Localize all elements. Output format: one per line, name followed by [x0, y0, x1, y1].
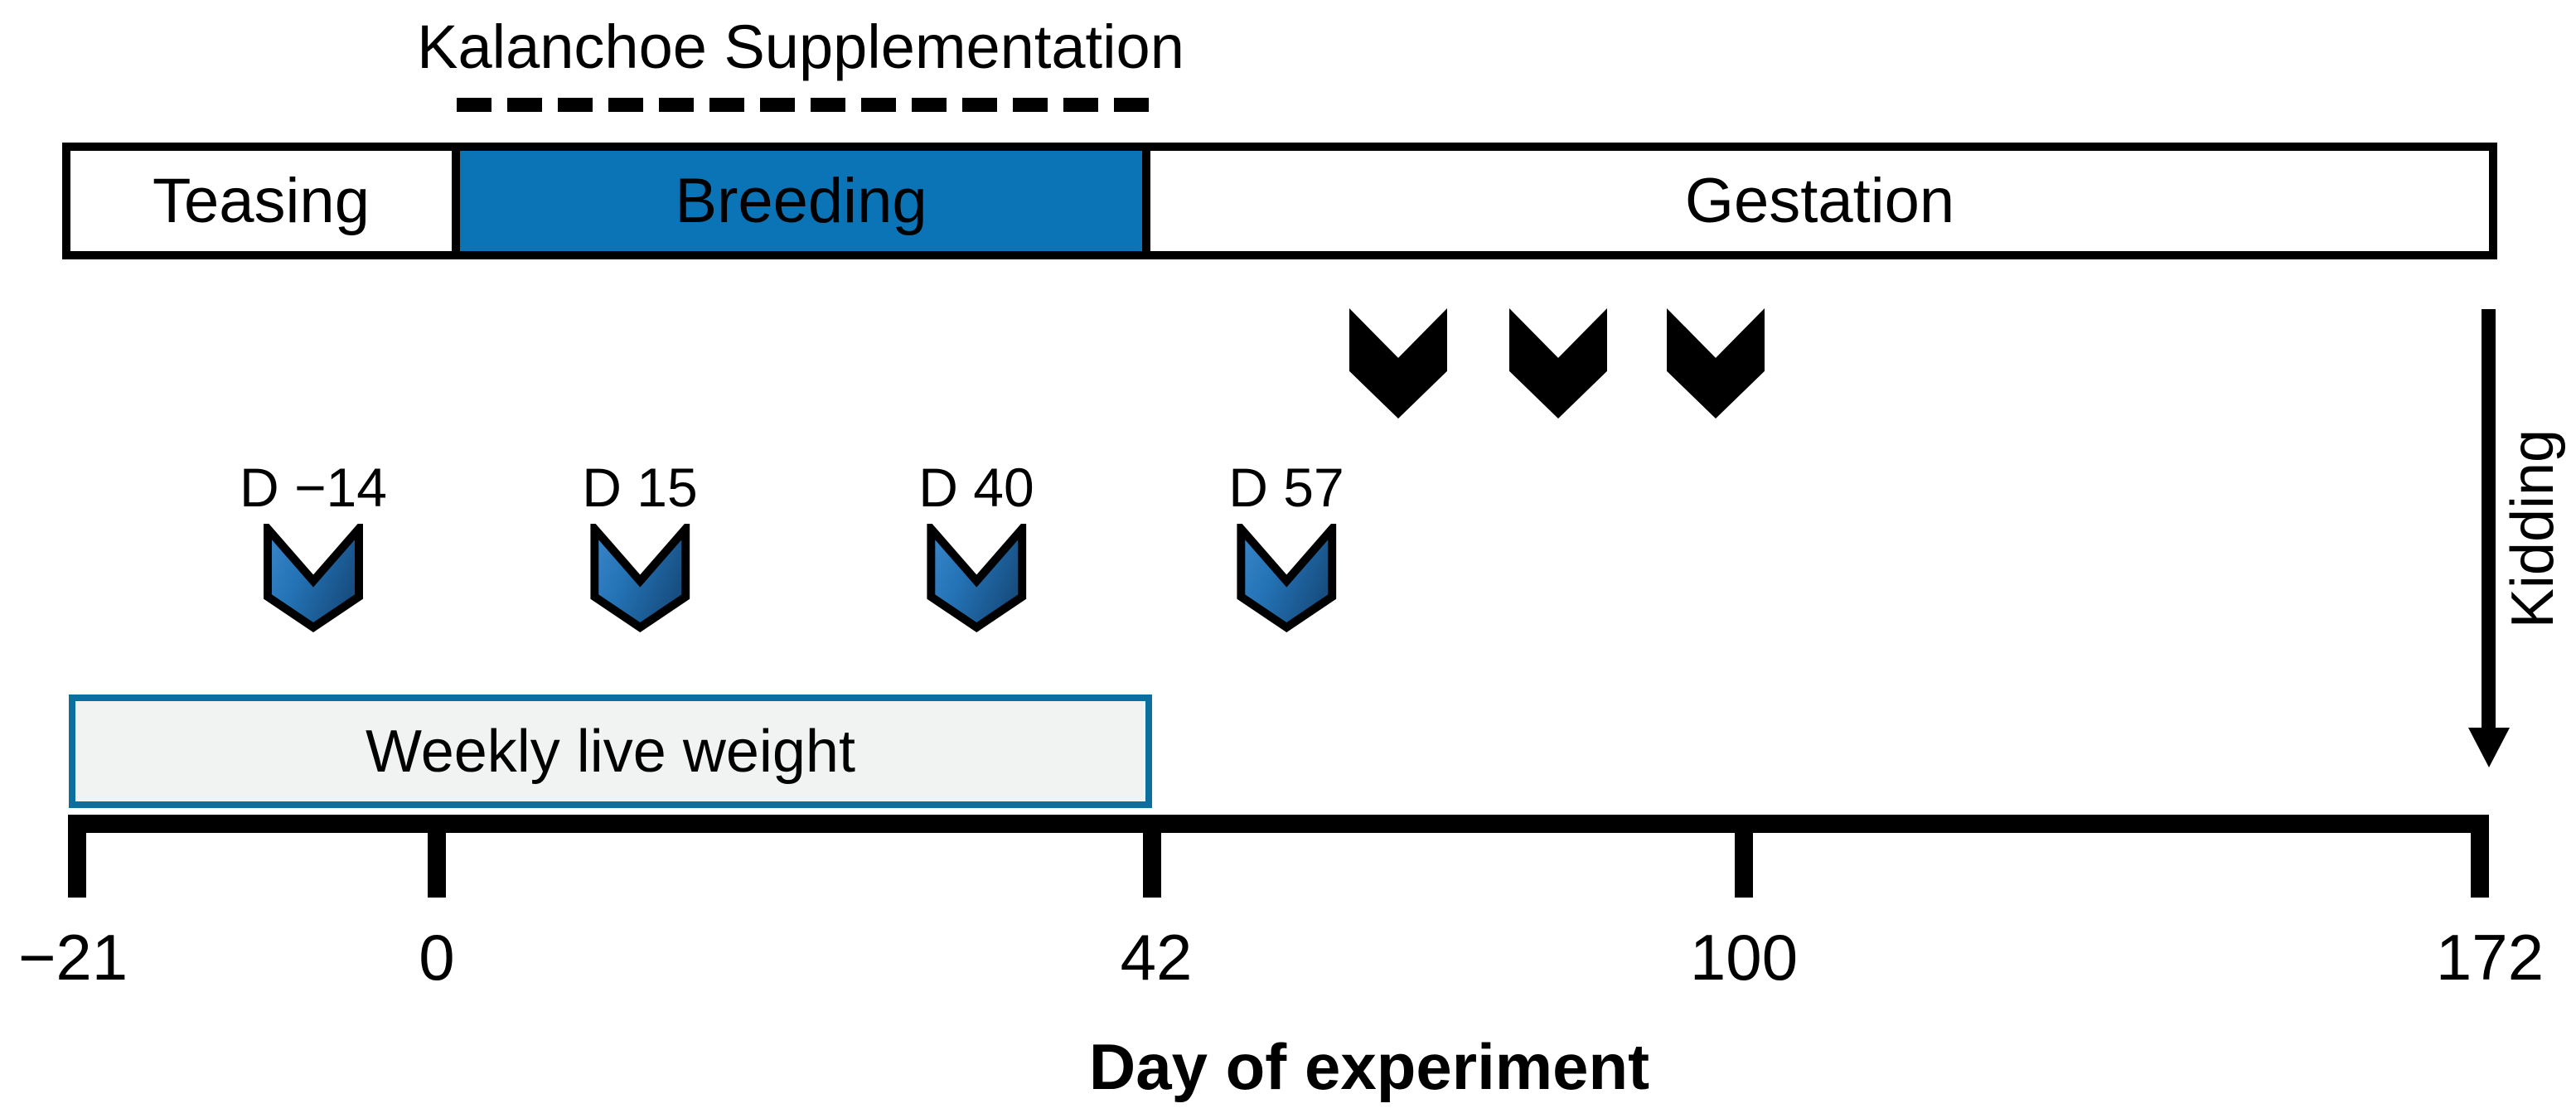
axis-tick [1735, 815, 1753, 898]
axis-tick-label: −21 [17, 921, 128, 994]
phase-teasing: Teasing [70, 151, 452, 251]
weekly-live-weight-label: Weekly live weight [366, 718, 855, 785]
sampling-day-label: D 15 [582, 457, 698, 518]
sampling-marker-d57: D 57 [1228, 457, 1344, 632]
sampling-chevron-icon [264, 524, 363, 632]
weekly-live-weight-box: Weekly live weight [69, 695, 1152, 808]
axis-tick [68, 815, 86, 898]
phase-gestation: Gestation [1150, 151, 2489, 251]
phase-gestation-label: Gestation [1684, 166, 1955, 236]
supplementation-label: Kalanchoe Supplementation [417, 12, 1184, 81]
sampling-chevron-icon [1236, 524, 1336, 632]
sampling-marker-d15: D 15 [582, 457, 698, 632]
sampling-marker-d40: D 40 [918, 457, 1034, 632]
sampling-day-label: D −14 [240, 457, 387, 518]
axis-tick-label: 100 [1689, 921, 1799, 994]
sampling-marker-d-minus14: D −14 [240, 457, 387, 632]
supplementation-dashed-line [457, 98, 1151, 112]
kidding-arrow-shaft [2482, 309, 2496, 729]
axis-tick-label: 42 [1120, 921, 1193, 994]
phase-teasing-label: Teasing [153, 166, 370, 236]
gestation-event-chevron-icon [1349, 308, 1447, 419]
sampling-day-label: D 40 [918, 457, 1034, 518]
axis-tick-label: 172 [2435, 921, 2545, 994]
sampling-chevron-icon [589, 524, 690, 632]
timeline-axis [68, 815, 2489, 833]
axis-title: Day of experiment [1088, 1030, 1650, 1103]
axis-tick-label: 0 [419, 921, 455, 994]
sampling-day-label: D 57 [1228, 457, 1344, 518]
axis-tick [1143, 815, 1161, 898]
gestation-event-chevron-icon [1667, 308, 1765, 419]
gestation-event-chevron-icon [1509, 308, 1607, 419]
phase-bar: Teasing Breeding Gestation [62, 143, 2497, 259]
kidding-arrow-head-icon [2468, 728, 2510, 767]
sampling-chevron-icon [926, 524, 1026, 632]
kidding-label: Kidding [2500, 428, 2566, 629]
phase-breeding-label: Breeding [675, 166, 927, 236]
axis-tick [2471, 815, 2489, 898]
phase-breeding: Breeding [452, 151, 1150, 251]
axis-tick [428, 815, 446, 898]
